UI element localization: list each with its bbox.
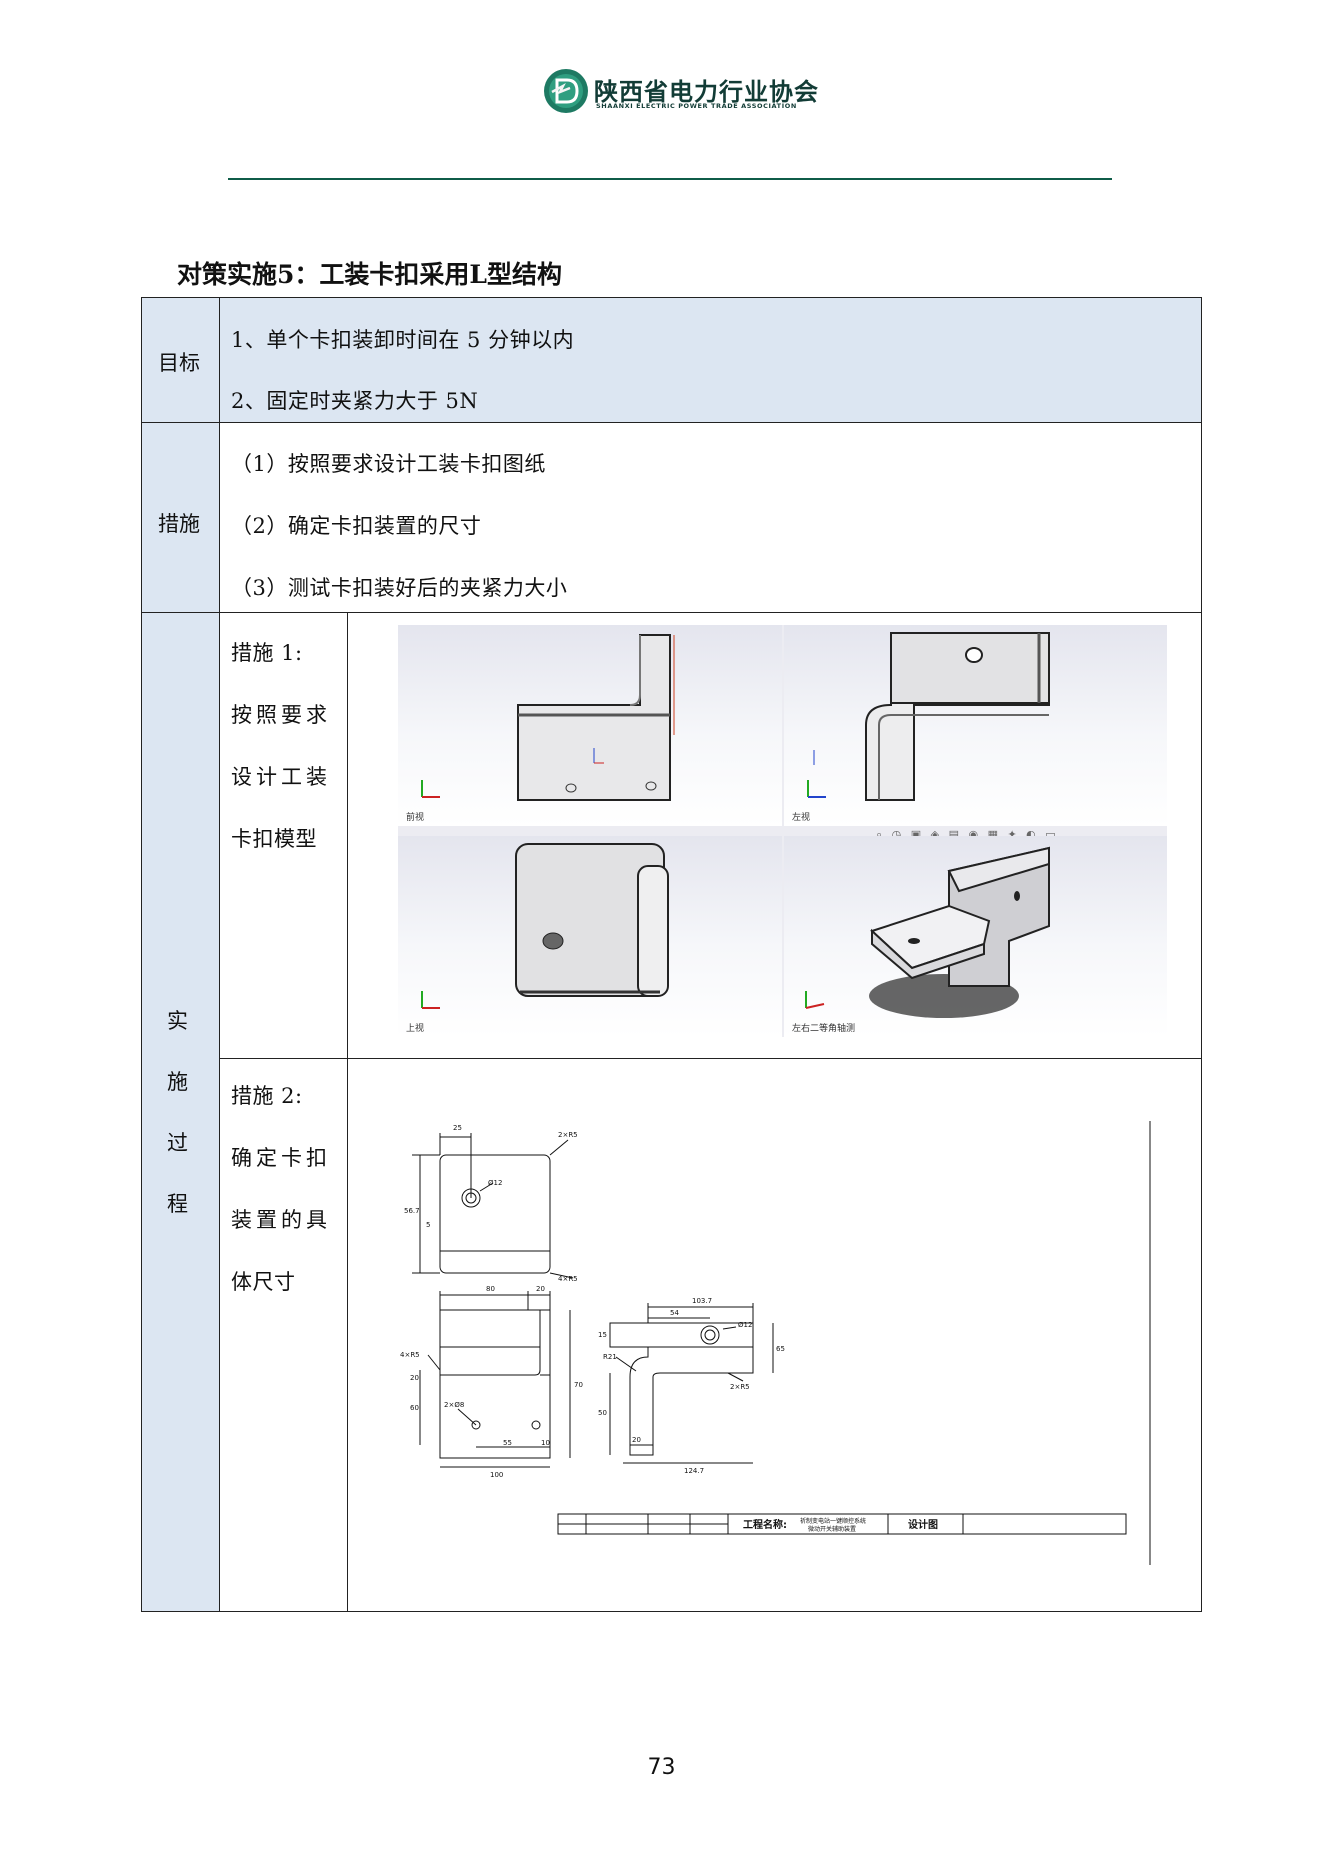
dim-label: 4×R5 (400, 1351, 420, 1359)
dim-label: 25 (453, 1124, 462, 1132)
org-name-en: SHAANXI ELECTRIC POWER TRADE ASSOCIATION (596, 102, 797, 110)
dim-label: 124.7 (684, 1467, 704, 1475)
front-view-drawing (421, 634, 675, 801)
cad-viewport-top: 上视 (398, 836, 782, 1037)
measure-item-2: （2）确定卡扣装置的尺寸 (231, 514, 482, 538)
dim-label: 60 (410, 1404, 419, 1412)
dim-label: 15 (598, 1331, 607, 1339)
title-block-doc-type: 设计图 (908, 1518, 938, 1531)
page-header: 陕西省电力行业协会 SHAANXI ELECTRIC POWER TRADE A… (0, 60, 1323, 180)
org-name-cn: 陕西省电力行业协会 (594, 78, 819, 106)
dim-label: 65 (776, 1345, 785, 1353)
left-view-drawing (807, 632, 1050, 801)
step1-line-1: 按照要求 (231, 703, 331, 727)
dim-label: 10 (541, 1439, 550, 1447)
measure-item-1: （1）按照要求设计工装卡扣图纸 (231, 452, 546, 476)
goal-item-2: 2、固定时夹紧力大于 5N (231, 389, 479, 413)
step2-line-3: 体尺寸 (231, 1270, 296, 1294)
dim-label: 2×R5 (558, 1131, 578, 1139)
dim-label: 54 (670, 1309, 679, 1317)
cad-viewport-left: 左视 (784, 625, 1167, 826)
title-block-project-line2: 微动开关辅助装置 (808, 1525, 856, 1533)
dim-label: 4×R5 (558, 1275, 578, 1283)
dim-label: 5 (426, 1221, 430, 1229)
goal-item-1: 1、单个卡扣装卸时间在 5 分钟以内 (231, 328, 575, 352)
dim-label: 100 (490, 1471, 503, 1479)
measures-label: 措施 (158, 512, 200, 536)
cad-viewport-isometric: 左右二等角轴测 (784, 836, 1167, 1037)
dim-label: 80 (486, 1285, 495, 1293)
process-label-char-4: 程 (167, 1192, 188, 1216)
title-block-project-line1: 祈制变电站一键顺控系统 (800, 1517, 866, 1525)
step1-line-2: 设计工装 (231, 765, 331, 789)
process-label-bg (141, 612, 219, 1612)
title-block-project-label: 工程名称: (743, 1518, 787, 1531)
step2-line-2: 装置的具 (231, 1208, 331, 1232)
dim-label: R21 (603, 1353, 617, 1361)
process-label-char-1: 实 (167, 1009, 188, 1033)
step2-title: 措施 2: (231, 1084, 303, 1108)
cad-model-screenshot: 前视 左视 ⌕ ◷ ▣ ◈ ▤ ◉ ▦ ✦ ◐ ▭ 上视 (398, 625, 1167, 1037)
dim-label: Ø12 (738, 1321, 752, 1329)
measures-label-bg (141, 422, 219, 612)
countermeasure-table: 目标 1、单个卡扣装卸时间在 5 分钟以内 2、固定时夹紧力大于 5N 措施 （… (141, 297, 1202, 1612)
dim-label: 55 (503, 1439, 512, 1447)
process-label-char-3: 过 (167, 1131, 188, 1155)
top-view-caption: 上视 (406, 1024, 425, 1034)
dim-label: 50 (598, 1409, 607, 1417)
drawing-svg: 25 2×R5 Ø12 56.7 5 4×R5 80 20 4×R5 20 60… (400, 1121, 1151, 1565)
goal-label: 目标 (158, 351, 200, 375)
iso-view-caption: 左右二等角轴测 (792, 1024, 856, 1034)
goal-row-bg (141, 297, 1202, 422)
process-label-char-2: 施 (167, 1070, 188, 1094)
iso-view-drawing (805, 846, 1050, 1018)
measure-item-3: （3）测试卡扣装好后的夹紧力大小 (231, 576, 568, 600)
step1-title: 措施 1: (231, 641, 303, 665)
header-rule (228, 178, 1112, 180)
association-logo-icon (544, 69, 588, 113)
dim-label: 2×Ø8 (444, 1401, 464, 1409)
dim-label: 20 (410, 1374, 419, 1382)
dim-label: 20 (632, 1436, 641, 1444)
step2-line-1: 确定卡扣 (231, 1146, 331, 1170)
step1-line-3: 卡扣模型 (231, 827, 317, 851)
dimension-drawing: 25 2×R5 Ø12 56.7 5 4×R5 80 20 4×R5 20 60… (398, 1115, 1158, 1570)
dim-label: 20 (536, 1285, 545, 1293)
dim-label: 103.7 (692, 1297, 712, 1305)
dim-label: Ø12 (488, 1179, 502, 1187)
dim-label: 56.7 (404, 1207, 420, 1215)
dim-label: 2×R5 (730, 1383, 750, 1391)
dim-label: 70 (574, 1381, 583, 1389)
section-title: 对策实施5：工装卡扣采用L型结构 (177, 260, 562, 289)
page-number: 73 (647, 1755, 676, 1780)
cad-viewport-front: 前视 (398, 625, 782, 826)
left-view-caption: 左视 (792, 813, 811, 823)
top-view-drawing (421, 843, 669, 1009)
front-view-caption: 前视 (406, 813, 425, 823)
